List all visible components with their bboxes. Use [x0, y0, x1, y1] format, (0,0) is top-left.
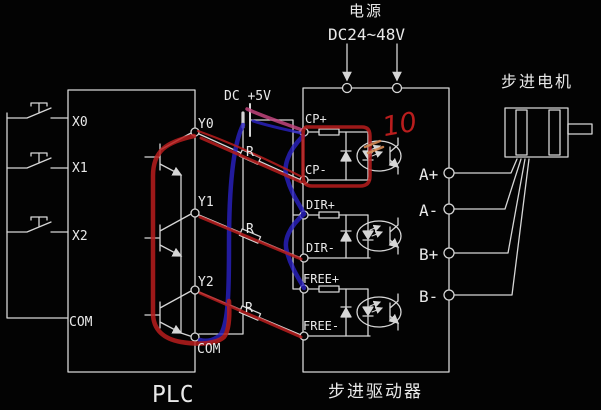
- plc-title: PLC: [152, 382, 194, 408]
- red-trace-y0-cpminus-b: [196, 129, 302, 178]
- motor-flange-left: [515, 109, 528, 156]
- driver-label-cp-plus: CP+: [305, 112, 327, 126]
- opto-led-free: [362, 306, 374, 316]
- switch-x1: [6, 152, 69, 169]
- red-loop-cp-channel: [301, 125, 372, 188]
- clamp-diode-free: [340, 307, 352, 318]
- plc-input-label-x2: X2: [72, 229, 88, 244]
- stepper-motor-symbol: [504, 107, 593, 158]
- logic-supply-label: DC +5V: [224, 89, 271, 104]
- plc-input-label-com: COM: [69, 315, 93, 330]
- switch-x0: [6, 102, 69, 119]
- internal-resistor-free: [318, 285, 340, 293]
- power-feed-arrows: [342, 43, 402, 82]
- transistor-y1-emitter: [159, 244, 183, 257]
- motor-phase-wires: [452, 158, 530, 296]
- driver-label-dir-minus: DIR-: [306, 241, 335, 255]
- red-loop-plc-output: [150, 133, 232, 346]
- transistor-y0-emitter: [159, 163, 183, 176]
- plc-output-label-y2: Y2: [198, 275, 214, 290]
- motor-shaft: [567, 123, 593, 135]
- resistor-label-1: R: [246, 145, 254, 160]
- plc-output-label-y1: Y1: [198, 195, 214, 210]
- blue-trace-0v-to-com: [197, 122, 246, 343]
- plc-input-label-x0: X0: [72, 115, 88, 130]
- terminal-a-plus: [443, 167, 455, 179]
- red-trace-y2-freeminus: [198, 291, 303, 339]
- annotation-red-paths: [150, 107, 372, 346]
- terminal-a-minus: [443, 203, 455, 215]
- driver-label-free-plus: FREE+: [303, 272, 339, 286]
- red-trace-5v-to-cpplus: [245, 107, 304, 132]
- red-trace-y0-cpminus-a: [199, 136, 303, 184]
- terminal-power-right: [391, 82, 403, 94]
- battery-negative-wire: [198, 126, 244, 335]
- terminal-y1: [190, 208, 200, 218]
- red-trace-y1-dirminus: [198, 215, 303, 261]
- driver-label-free-minus: FREE-: [303, 319, 339, 333]
- phase-label-b-minus: B-: [419, 287, 438, 306]
- power-voltage-label: DC24~48V: [328, 25, 405, 44]
- motor-title: 步进电机: [501, 72, 573, 91]
- terminal-b-minus: [443, 289, 455, 301]
- terminal-power-left: [341, 82, 353, 94]
- opto-led-dir: [362, 230, 374, 240]
- emitter-common-rail: [180, 175, 191, 337]
- opto-channel-free: [307, 285, 402, 337]
- clamp-diode-dir: [340, 231, 352, 242]
- resistor-label-3: R: [245, 301, 253, 316]
- opto-channel-dir: [307, 211, 402, 259]
- opto-body-free: [356, 296, 402, 328]
- opto-body-dir: [356, 220, 402, 252]
- input-switch-rail: [6, 112, 69, 319]
- orange-scribble-cp-led: [363, 139, 385, 155]
- phase-label-a-plus: A+: [419, 165, 438, 184]
- switch-x2: [6, 216, 69, 233]
- phase-label-b-plus: B+: [419, 245, 438, 264]
- clamp-diode-cp: [340, 151, 352, 162]
- internal-resistor-cp: [318, 128, 340, 136]
- plc-output-label-y0: Y0: [198, 117, 214, 132]
- driver-label-dir-plus: DIR+: [306, 198, 335, 212]
- driver-box: [302, 87, 450, 373]
- terminal-b-plus: [443, 247, 455, 259]
- handwritten-note: 10: [380, 107, 419, 143]
- driver-title: 步进驱动器: [328, 382, 423, 402]
- plc-output-label-com: COM: [197, 342, 221, 357]
- plc-input-label-x1: X1: [72, 161, 88, 176]
- terminal-y2: [190, 285, 200, 295]
- plc-box: [67, 89, 196, 373]
- terminal-plc-com: [190, 332, 200, 342]
- internal-resistor-dir: [318, 211, 340, 219]
- phase-label-a-minus: A-: [419, 201, 438, 220]
- power-title: 电源: [349, 2, 383, 20]
- transistor-y2-emitter: [159, 321, 183, 334]
- resistor-label-2: R: [246, 222, 254, 237]
- motor-flange-right: [548, 109, 561, 156]
- driver-label-cp-minus: CP-: [305, 163, 327, 177]
- blue-trace-battery-to-cp: [251, 119, 302, 135]
